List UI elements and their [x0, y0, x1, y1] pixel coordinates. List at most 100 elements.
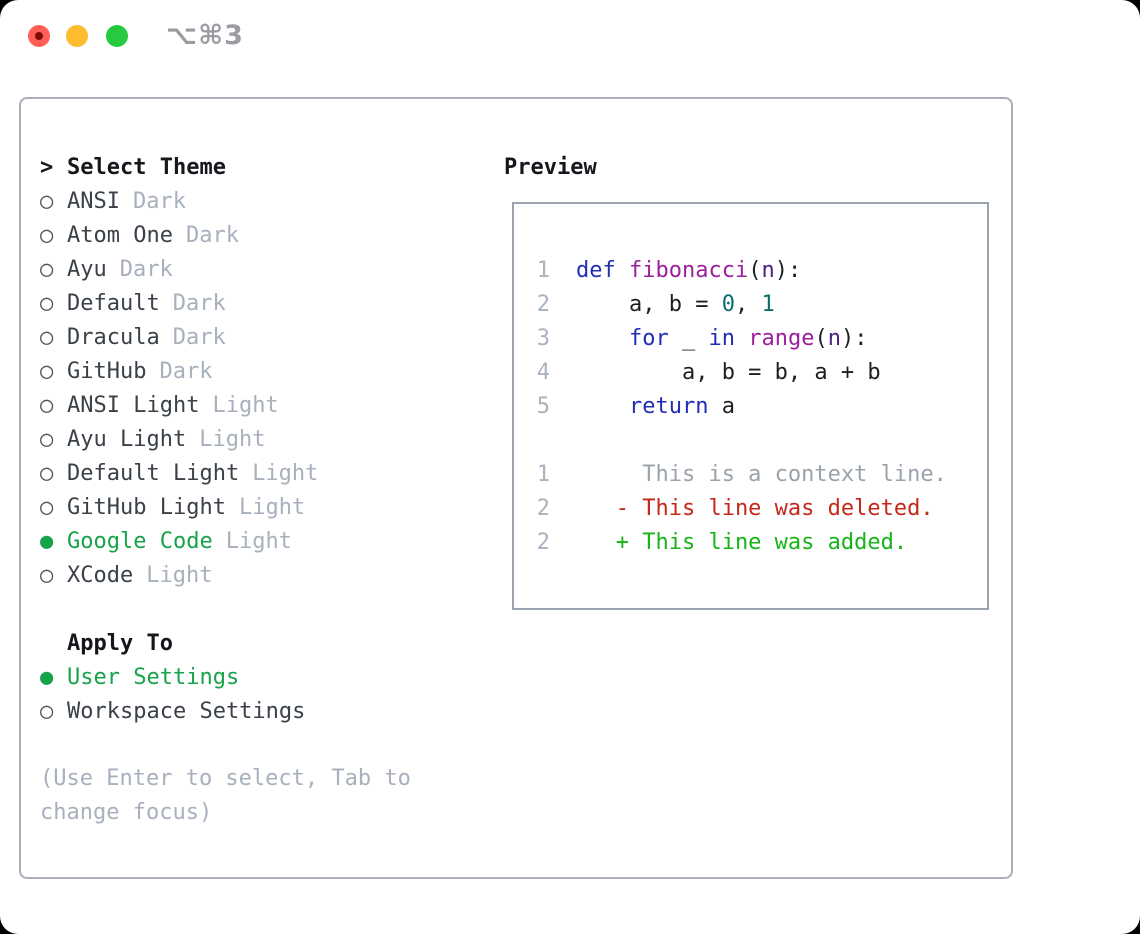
theme-name: Ayu: [67, 256, 107, 282]
theme-variant-tag: Light: [252, 460, 319, 486]
radio-icon[interactable]: ○: [40, 562, 54, 588]
code-token: a, b =: [576, 291, 722, 317]
theme-name: GitHub Light: [67, 494, 226, 520]
code-content: + This line was added.: [576, 530, 907, 555]
code-token: 0: [721, 291, 735, 317]
titlebar: ⌥⌘3: [0, 0, 1140, 72]
radio-icon[interactable]: ○: [40, 188, 54, 214]
window-title: ⌥⌘3: [166, 20, 244, 51]
preview-header: Preview: [504, 150, 1009, 184]
apply-to-header: Apply To: [40, 626, 486, 660]
code-line: [536, 423, 987, 457]
theme-variant-tag: Dark: [185, 222, 239, 248]
theme-variant-tag: Dark: [132, 188, 186, 214]
theme-name: Ayu Light: [67, 426, 187, 452]
line-number: 3: [536, 325, 550, 351]
code-content: - This line was deleted.: [576, 496, 934, 521]
code-content: return a: [576, 394, 735, 419]
theme-variant-tag: Light: [146, 562, 213, 588]
code-token: return: [628, 393, 709, 419]
line-number: 4: [536, 359, 550, 385]
preview-title: Preview: [504, 154, 597, 180]
code-token: + This line was added.: [576, 529, 908, 555]
code-line: 2 - This line was deleted.: [536, 491, 987, 525]
theme-variant-tag: Light: [212, 392, 279, 418]
theme-name: Atom One: [67, 222, 173, 248]
radio-icon[interactable]: ○: [40, 494, 54, 520]
code-content: This is a context line.: [576, 462, 947, 487]
code-line: 5 return a: [536, 389, 987, 423]
radio-icon[interactable]: ○: [40, 256, 54, 282]
theme-name: ANSI: [67, 188, 120, 214]
code-content: a, b = 0, 1: [576, 292, 775, 317]
code-token: n: [761, 257, 775, 283]
apply-to-option[interactable]: ●User Settings: [40, 660, 486, 694]
code-line: 2 a, b = 0, 1: [536, 287, 987, 321]
code-token: fibonacci: [629, 257, 749, 283]
code-token: (: [814, 325, 828, 351]
radio-icon[interactable]: ○: [40, 290, 54, 316]
code-token: (: [748, 257, 762, 283]
line-number: 2: [536, 529, 550, 555]
theme-option[interactable]: ○ Default Dark: [40, 286, 486, 320]
minimize-button[interactable]: [66, 25, 88, 47]
code-token: [735, 326, 748, 351]
select-theme-header: > Select Theme: [40, 150, 486, 184]
code-token: - This line was deleted.: [576, 495, 934, 521]
radio-icon[interactable]: ○: [40, 698, 54, 724]
theme-variant-tag: Dark: [159, 358, 213, 384]
theme-option[interactable]: ○ Atom One Dark: [40, 218, 486, 252]
code-token: _: [668, 325, 709, 351]
code-token: [576, 326, 629, 351]
theme-variant-tag: Light: [238, 494, 306, 520]
theme-option[interactable]: ○ GitHub Light Light: [40, 490, 486, 524]
code-line: 3 for _ in range(n):: [536, 321, 987, 355]
radio-icon[interactable]: ○: [40, 392, 54, 418]
code-token: a, b = b, a + b: [576, 359, 881, 385]
radio-icon[interactable]: ○: [40, 426, 54, 452]
line-number: 2: [536, 291, 550, 317]
theme-option[interactable]: ○ GitHub Dark: [40, 354, 486, 388]
theme-variant-tag: Dark: [172, 324, 226, 350]
line-number: 1: [536, 257, 550, 283]
apply-to-list: ●User Settings ○ Workspace Settings: [40, 660, 486, 728]
theme-variant-tag: Dark: [119, 256, 173, 282]
code-content: for _ in range(n):: [576, 326, 867, 351]
radio-icon[interactable]: ●: [40, 528, 54, 554]
close-button[interactable]: [28, 25, 50, 47]
apply-to-label: Workspace Settings: [67, 698, 306, 724]
radio-icon[interactable]: ○: [40, 324, 54, 350]
code-token: ):: [840, 325, 868, 351]
code-token: [576, 394, 629, 419]
code-line: 2 + This line was added.: [536, 525, 987, 559]
radio-icon[interactable]: ○: [40, 358, 54, 384]
theme-name: Default: [67, 290, 160, 316]
radio-icon[interactable]: ○: [40, 460, 54, 486]
theme-variant-tag: Dark: [172, 290, 226, 316]
apply-to-option[interactable]: ○ Workspace Settings: [40, 694, 486, 728]
zoom-button[interactable]: [106, 25, 128, 47]
code-token: for: [628, 325, 669, 351]
theme-name: GitHub: [67, 358, 147, 384]
code-token: This is a context line.: [576, 461, 947, 487]
line-number: 1: [536, 461, 550, 487]
code-token: in: [708, 325, 735, 351]
theme-name: Google Code: [67, 528, 213, 554]
theme-option[interactable]: ○ ANSI Dark: [40, 184, 486, 218]
line-number: 2: [536, 495, 550, 521]
code-token: ,: [734, 291, 762, 317]
theme-option[interactable]: ○ Ayu Dark: [40, 252, 486, 286]
radio-icon[interactable]: ○: [40, 222, 54, 248]
spacer: [40, 592, 486, 626]
code-line: 4 a, b = b, a + b: [536, 355, 987, 389]
radio-icon[interactable]: ●: [40, 664, 54, 690]
code-token: range: [748, 325, 815, 351]
